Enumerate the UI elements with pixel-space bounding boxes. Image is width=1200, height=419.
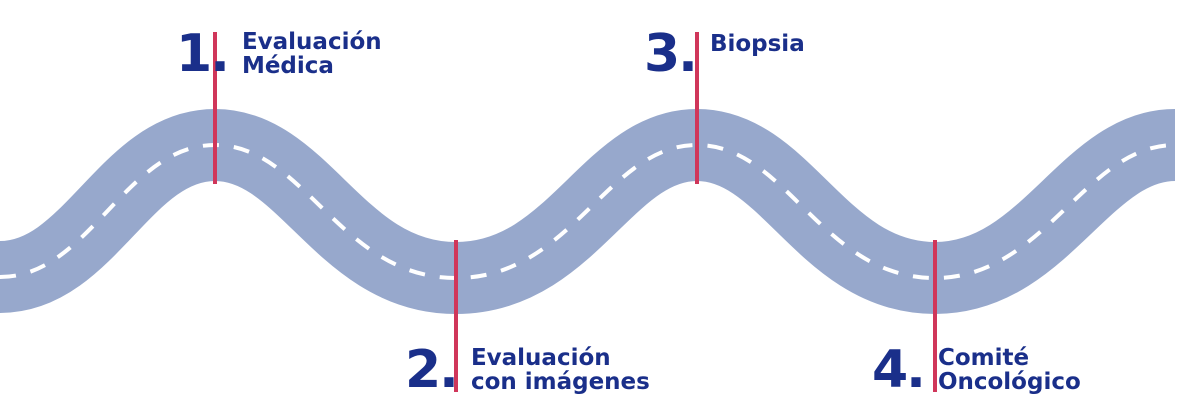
step-label: Biopsia [710, 28, 805, 58]
step-number: 2. [405, 340, 459, 400]
step-label-line-2: Oncológico [937, 369, 1081, 395]
step-label: Comité Oncológico [938, 346, 1081, 396]
step-number: 4. [872, 340, 926, 400]
step-number: 3. [644, 24, 698, 84]
step-label-line-1: Comité [937, 345, 1030, 371]
step-label-line-2: Médica [241, 53, 334, 79]
step-1: 1. Evaluación Médica [176, 28, 382, 80]
step-2: 2. Evaluación con imágenes [405, 344, 650, 396]
step-number: 1. [176, 24, 230, 84]
step-label-line-1: Biopsia [709, 31, 805, 57]
step-4: 4. Comité Oncológico [872, 344, 1081, 396]
step-label-line-1: Evaluación [241, 29, 382, 55]
road-center-line [0, 142, 1176, 281]
step-3: 3. Biopsia [644, 28, 805, 80]
step-label-line-1: Evaluación [470, 345, 611, 371]
step-label: Evaluación Médica [242, 30, 382, 80]
step-label-line-2: con imágenes [470, 369, 650, 395]
step-label: Evaluación con imágenes [471, 346, 650, 396]
